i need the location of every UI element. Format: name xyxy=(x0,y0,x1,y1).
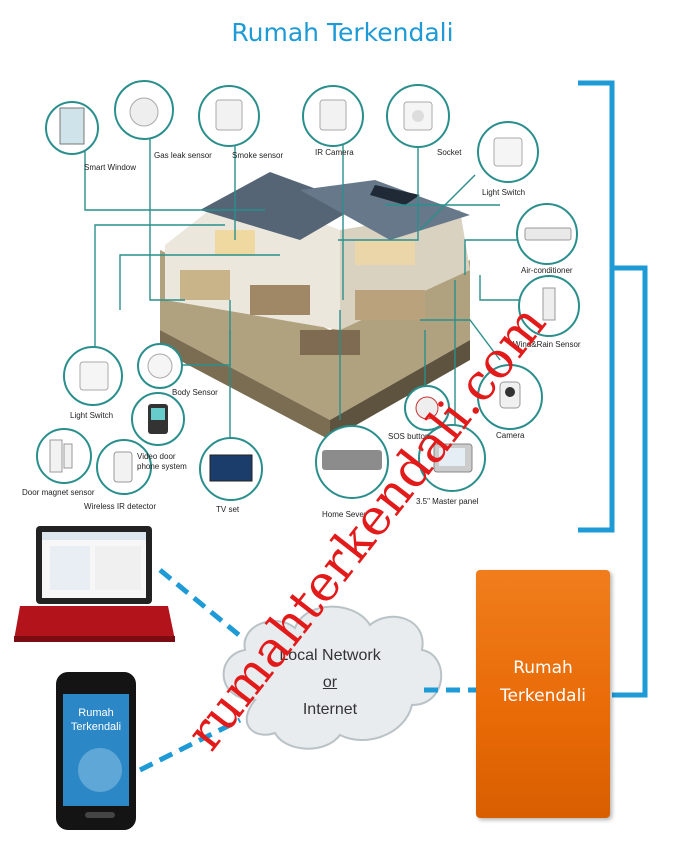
sos-button-icon xyxy=(415,396,439,420)
dashed-links xyxy=(138,568,476,773)
phone-title-line1: Rumah xyxy=(78,707,114,719)
door-magnet-sensor-icon xyxy=(49,439,63,473)
device-label-smoke-sensor: Smoke sensor xyxy=(232,151,284,160)
device-label-air-conditioner: Air-conditioner xyxy=(521,266,573,275)
smartphone-icon xyxy=(56,672,136,830)
device-label-home-server: Home Sever xyxy=(322,510,367,519)
blue-bracket xyxy=(578,80,648,698)
cloud-line-internet: Internet xyxy=(302,701,358,718)
device-label-master-panel: 3.5" Master panel xyxy=(416,497,479,506)
ir-camera-icon xyxy=(319,99,347,131)
controller-line1: Rumah xyxy=(513,658,573,678)
smart-window-icon xyxy=(59,107,85,145)
device-label-tv-set: TV set xyxy=(216,505,240,514)
device-label-light-switch-2: Light Switch xyxy=(70,411,114,420)
air-conditioner-icon xyxy=(524,227,572,241)
cloud-line-or: or xyxy=(322,674,338,691)
light-switch-2-icon xyxy=(79,361,109,391)
device-icons xyxy=(49,97,572,483)
device-label-video-door-phone: Video door phone system xyxy=(137,452,187,471)
gas-leak-icon xyxy=(129,97,159,127)
device-label-sos-button: SOS button xyxy=(388,432,430,441)
device-label-smart-window: Smart Window xyxy=(84,163,137,172)
wireless-ir-detector-icon xyxy=(113,451,133,483)
home-server-icon xyxy=(322,450,382,470)
device-label-socket: Socket xyxy=(437,148,462,157)
body-sensor-icon xyxy=(147,353,173,379)
device-label-light-switch: Light Switch xyxy=(482,188,526,197)
cloud-line-local-network: Local Network xyxy=(279,647,381,664)
tv-set-icon xyxy=(209,454,253,482)
connector-lines xyxy=(84,135,525,450)
device-label-door-magnet-sensor: Door magnet sensor xyxy=(22,488,95,497)
device-label-gas-leak-sensor: Gas leak sensor xyxy=(154,151,212,160)
laptop-icon xyxy=(14,526,175,642)
device-label-body-sensor: Body Sensor xyxy=(172,388,218,397)
phone-screen-title: Rumah Terkendali xyxy=(63,706,129,734)
device-label-wind-rain-sensor: Wind&Rain Sensor xyxy=(513,340,581,349)
page-title: Rumah Terkendali xyxy=(231,18,454,47)
device-label-wireless-ir-detector: Wireless IR detector xyxy=(84,502,157,511)
device-label-camera: Camera xyxy=(496,431,525,440)
phone-title-line2: Terkendali xyxy=(70,721,122,733)
controller-line2: Terkendali xyxy=(499,686,587,706)
wind-rain-sensor-icon xyxy=(542,287,556,321)
light-switch-icon xyxy=(493,137,523,167)
cloud-shape xyxy=(222,605,443,750)
smoke-sensor-icon xyxy=(215,99,243,131)
controller-box: Rumah Terkendali xyxy=(476,570,610,818)
device-label-ir-camera: IR Camera xyxy=(315,148,354,157)
